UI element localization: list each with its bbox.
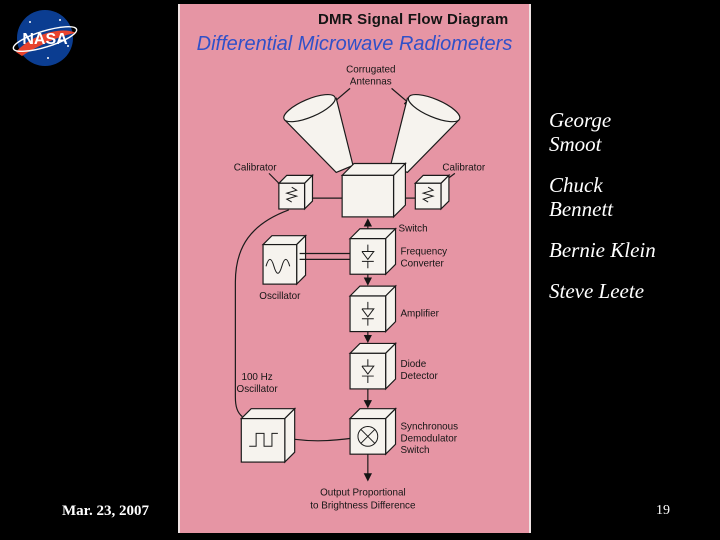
page-number: 19: [656, 503, 670, 518]
nasa-logo-text: NASA: [22, 31, 68, 48]
oscillator-label: Oscillator: [259, 291, 301, 302]
calibrator-right-label: Calibrator: [442, 162, 486, 173]
calibrator-left-label: Calibrator: [234, 162, 278, 173]
hz-oscillator-label-line1: 100 Hz: [241, 372, 272, 383]
dmr-diagram: Corrugated Antennas Switch Calib: [234, 65, 486, 512]
frequency-converter-label-line2: Converter: [400, 258, 444, 269]
slide-date: Mar. 23, 2007: [62, 503, 149, 519]
switch-label: Switch: [398, 224, 427, 235]
calibrator-right-box: [413, 173, 451, 211]
credit-line: George: [549, 108, 612, 132]
panel-title: DMR Signal Flow Diagram: [318, 11, 509, 28]
output-label-line1: Output Proportional: [320, 488, 406, 499]
oscillator-box: [261, 234, 307, 286]
credit-line: Chuck: [549, 173, 603, 197]
nasa-logo: NASA: [12, 10, 78, 66]
antennas-label-line2: Antennas: [350, 76, 392, 87]
calibrator-left-leader: [268, 172, 281, 185]
diode-detector-box: [348, 342, 397, 391]
amplifier-box: [348, 284, 397, 334]
credit-line: Steve Leete: [549, 279, 645, 303]
credit-line: Smoot: [549, 132, 602, 156]
hz-oscillator-label-line2: Oscillator: [237, 384, 279, 395]
sync-demod-label-line2: Demodulator: [400, 433, 457, 444]
sync-demod-label-line1: Synchronous: [400, 421, 458, 432]
amplifier-label: Amplifier: [400, 309, 439, 320]
panel-subtitle: Differential Microwave Radiometers: [196, 33, 513, 55]
sync-demod-box: [348, 407, 397, 456]
hz-oscillator-box: [239, 407, 297, 464]
sync-demod-label-line3: Switch: [400, 445, 429, 456]
credit-line: Bennett: [549, 197, 614, 221]
credits-list: George Smoot Chuck Bennett Bernie Klein …: [549, 108, 709, 320]
output-label-line2: to Brightness Difference: [310, 501, 416, 512]
frequency-converter-box: [348, 227, 397, 276]
nasa-swoosh: [16, 30, 76, 56]
diode-detector-label-line1: Diode: [400, 359, 426, 370]
left-horn: [283, 93, 354, 174]
diode-detector-label-line2: Detector: [400, 371, 438, 382]
credit-entry: Steve Leete: [549, 279, 709, 303]
credit-entry: Bernie Klein: [549, 238, 709, 262]
switch-box: [340, 162, 407, 219]
credit-line: Bernie Klein: [549, 238, 656, 262]
nasa-orbit: [12, 25, 78, 53]
calibrator-routing-wire: [234, 209, 289, 418]
calibrator-left-box: [277, 173, 314, 211]
diagram-panel: DMR Signal Flow Diagram Differential Mic…: [178, 4, 531, 533]
right-horn: [389, 93, 461, 174]
credit-entry: Chuck Bennett: [549, 173, 709, 221]
frequency-converter-label-line1: Frequency: [400, 246, 447, 257]
nasa-logo-stars: [23, 19, 69, 59]
antennas-label-line1: Corrugated: [346, 65, 395, 76]
hz-to-demod-wire: [294, 436, 359, 442]
credit-entry: George Smoot: [549, 108, 709, 156]
